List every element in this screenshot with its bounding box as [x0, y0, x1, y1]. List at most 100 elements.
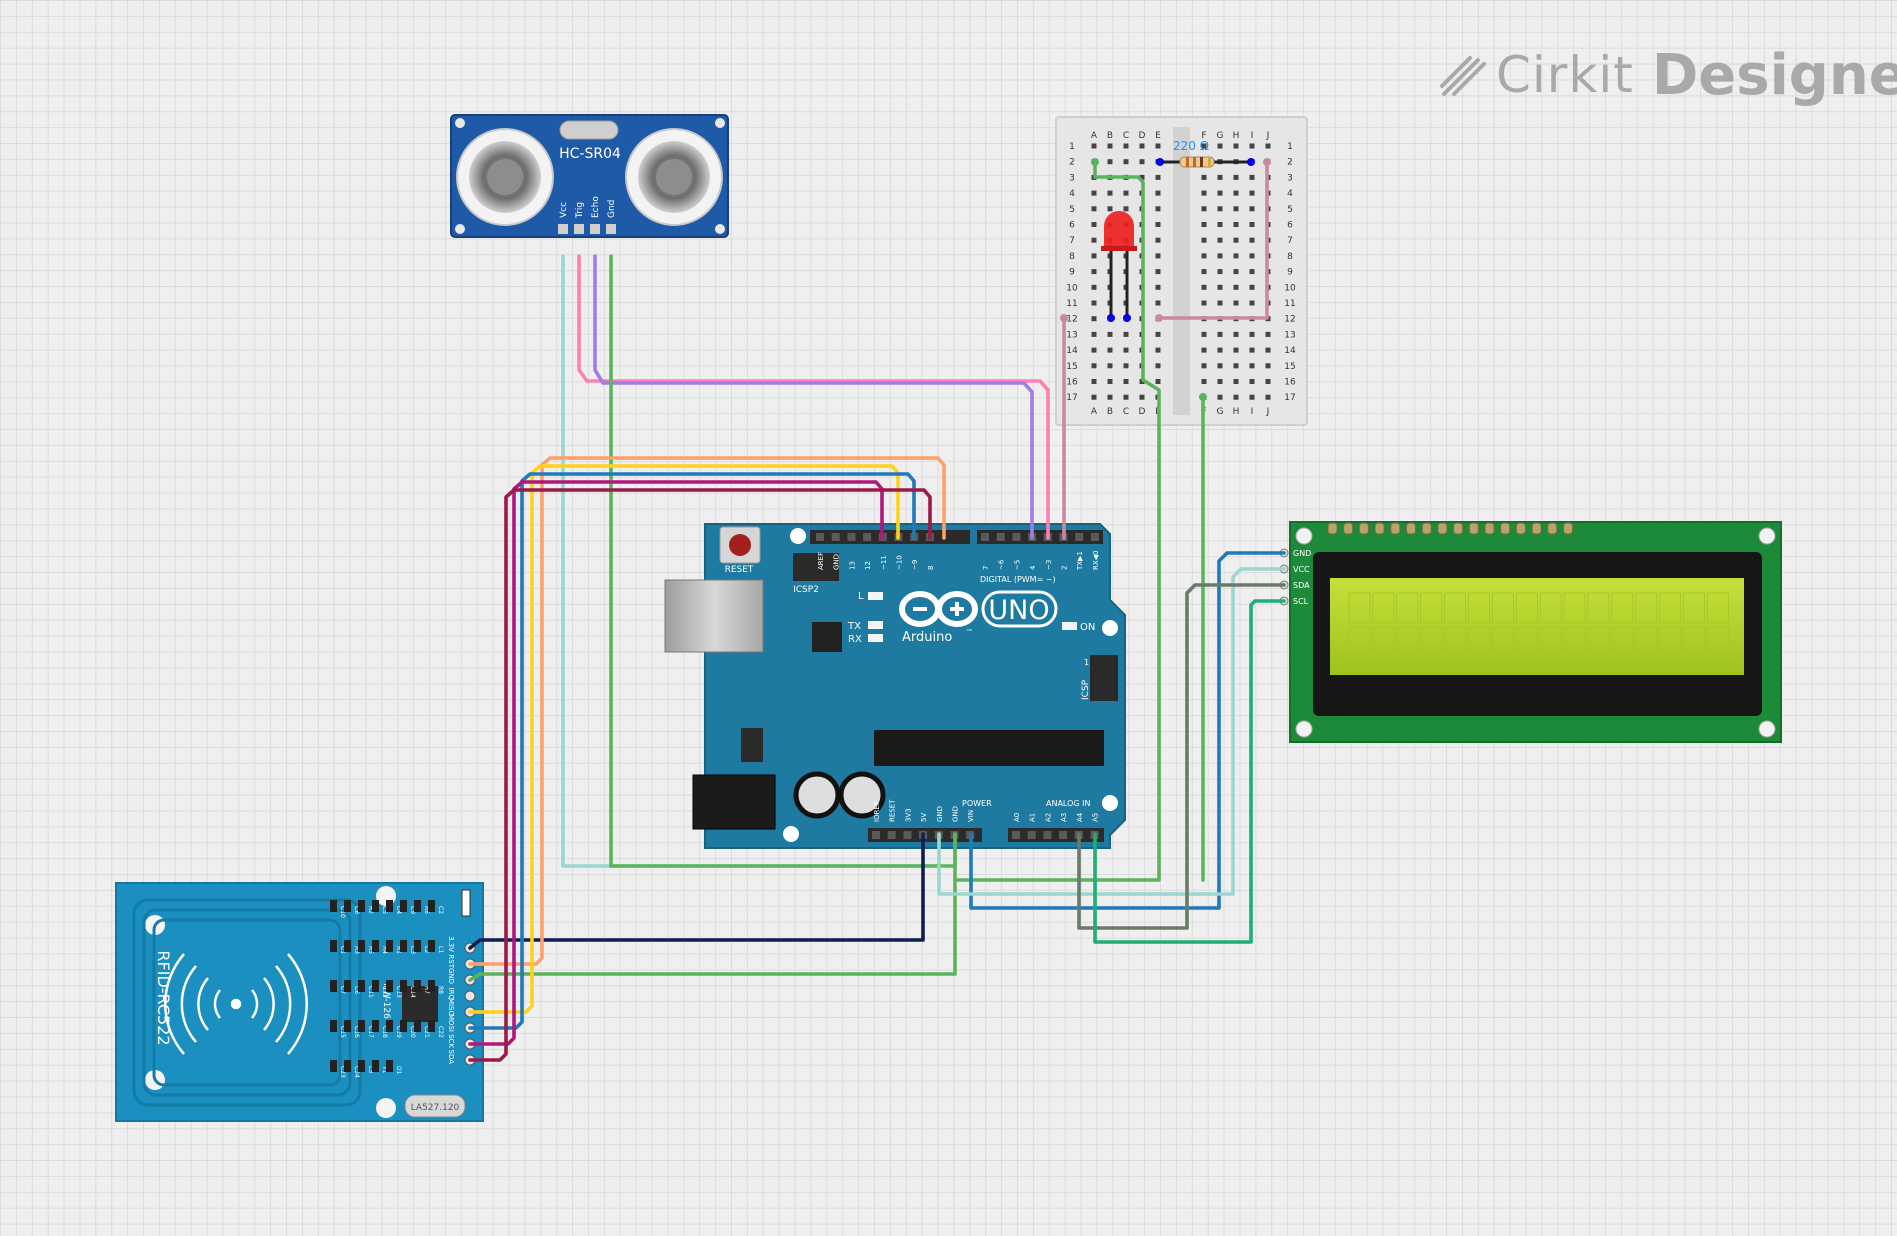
wire-rfid-sda-d10[interactable] — [468, 488, 932, 1062]
bb-hole[interactable] — [1217, 222, 1223, 227]
arduino-pin[interactable] — [1012, 533, 1021, 541]
bb-hole[interactable] — [1139, 379, 1145, 384]
bb-hole[interactable] — [1107, 190, 1113, 196]
wire-rfid-rst-d9[interactable] — [468, 456, 946, 966]
bb-hole[interactable] — [1201, 206, 1207, 212]
bb-hole[interactable] — [1217, 237, 1223, 243]
bb-hole[interactable] — [1265, 363, 1271, 369]
bb-hole[interactable] — [1233, 363, 1239, 369]
bb-hole[interactable] — [1265, 347, 1271, 353]
bb-hole[interactable] — [1265, 379, 1271, 384]
rfid-pin[interactable] — [464, 990, 476, 1002]
bb-hole[interactable] — [1201, 253, 1207, 259]
bb-hole[interactable] — [1123, 363, 1129, 369]
bb-hole[interactable] — [1201, 143, 1207, 149]
bb-hole[interactable] — [1249, 269, 1255, 275]
bb-hole[interactable] — [1139, 394, 1145, 400]
bb-hole[interactable] — [1249, 143, 1255, 149]
arduino-analog-pin[interactable] — [1059, 831, 1068, 839]
arduino-pin[interactable] — [1075, 533, 1084, 541]
wire-rfid-miso-d12[interactable] — [468, 464, 900, 1014]
bb-hole[interactable] — [1123, 206, 1129, 212]
wire-bb-resistor[interactable] — [1157, 160, 1269, 320]
reset-button-cap[interactable] — [729, 534, 751, 556]
bb-hole[interactable] — [1217, 363, 1223, 369]
arduino-power-pin[interactable] — [903, 831, 912, 839]
pin-vcc[interactable] — [558, 224, 568, 234]
bb-hole[interactable] — [1201, 300, 1207, 306]
wire-rfid-3v3[interactable] — [468, 832, 925, 950]
bb-hole[interactable] — [1107, 347, 1113, 353]
bb-hole[interactable] — [1249, 394, 1255, 400]
wire-rfid-sck-d13[interactable] — [468, 480, 884, 1046]
bb-hole[interactable] — [1233, 379, 1239, 384]
bb-hole[interactable] — [1249, 190, 1255, 196]
bb-hole[interactable] — [1201, 363, 1207, 369]
bb-hole[interactable] — [1249, 237, 1255, 243]
bb-hole[interactable] — [1201, 222, 1207, 227]
bb-hole[interactable] — [1201, 347, 1207, 353]
bb-hole[interactable] — [1107, 159, 1113, 165]
bb-hole[interactable] — [1123, 379, 1129, 384]
red-led[interactable] — [1101, 211, 1137, 322]
arduino-pin[interactable] — [816, 533, 824, 541]
wire-bb-gnd[interactable] — [953, 160, 1161, 882]
bb-hole[interactable] — [1155, 222, 1161, 227]
bb-hole[interactable] — [1155, 347, 1161, 353]
bb-hole[interactable] — [1155, 269, 1161, 275]
bb-hole[interactable] — [1155, 379, 1161, 384]
bb-hole[interactable] — [1233, 222, 1239, 227]
hc-sr04-module[interactable]: HC-SR04 Vcc Trig Echo Gnd — [450, 114, 729, 238]
bb-hole[interactable] — [1107, 363, 1113, 369]
arduino-power-pin[interactable] — [872, 831, 880, 839]
bb-hole[interactable] — [1091, 190, 1097, 196]
bb-hole[interactable] — [1249, 284, 1255, 290]
bb-hole[interactable] — [1107, 143, 1113, 149]
wire-lcd-scl-a5[interactable] — [1093, 599, 1286, 944]
bb-hole[interactable] — [1155, 300, 1161, 306]
bb-hole[interactable] — [1123, 143, 1129, 149]
bb-hole[interactable] — [1091, 379, 1097, 384]
bb-hole[interactable] — [1091, 206, 1097, 212]
bb-hole[interactable] — [1091, 143, 1097, 149]
bb-hole[interactable] — [1201, 174, 1207, 180]
arduino-pin[interactable] — [981, 533, 989, 541]
bb-hole[interactable] — [1265, 143, 1271, 149]
wire-lcd-vcc[interactable] — [937, 567, 1286, 896]
arduino-pin[interactable] — [996, 533, 1005, 541]
bb-hole[interactable] — [1155, 237, 1161, 243]
pin-trig[interactable] — [574, 224, 584, 234]
bb-hole[interactable] — [1217, 269, 1223, 275]
bb-hole[interactable] — [1249, 347, 1255, 353]
bb-hole[interactable] — [1091, 300, 1097, 306]
bb-hole[interactable] — [1139, 159, 1145, 165]
arduino-power-pin[interactable] — [887, 831, 896, 839]
bb-hole[interactable] — [1233, 190, 1239, 196]
bb-hole[interactable] — [1107, 394, 1113, 400]
bb-hole[interactable] — [1217, 190, 1223, 196]
arduino-analog-pin[interactable] — [1027, 831, 1036, 839]
arduino-pin[interactable] — [847, 533, 856, 541]
bb-hole[interactable] — [1091, 394, 1097, 400]
bb-hole[interactable] — [1201, 237, 1207, 243]
resistor-220[interactable]: 220 Ω — [1156, 139, 1255, 168]
bb-hole[interactable] — [1123, 394, 1129, 400]
arduino-pin[interactable] — [1090, 533, 1099, 541]
bb-hole[interactable] — [1201, 379, 1207, 384]
bb-hole[interactable] — [1265, 331, 1271, 337]
bb-hole[interactable] — [1201, 331, 1207, 337]
bb-hole[interactable] — [1233, 174, 1239, 180]
wire-lcd-sda-a4[interactable] — [1077, 583, 1286, 930]
bb-hole[interactable] — [1201, 190, 1207, 196]
bb-hole[interactable] — [1249, 206, 1255, 212]
bb-hole[interactable] — [1217, 394, 1223, 400]
bb-hole[interactable] — [1217, 300, 1223, 306]
bb-hole[interactable] — [1155, 190, 1161, 196]
bb-hole[interactable] — [1233, 331, 1239, 337]
bb-hole[interactable] — [1233, 284, 1239, 290]
bb-hole[interactable] — [1217, 284, 1223, 290]
arduino-analog-pin[interactable] — [1012, 831, 1020, 839]
pin-gnd[interactable] — [606, 224, 616, 234]
